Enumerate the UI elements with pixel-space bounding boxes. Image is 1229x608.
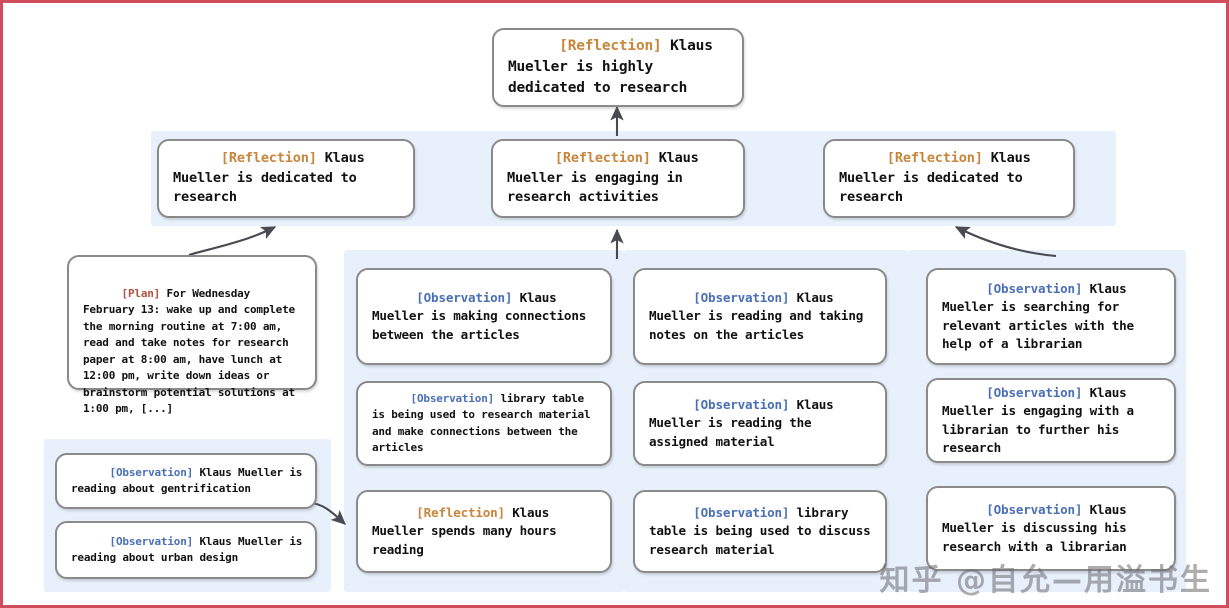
observation-tag: [Observation] [986,280,1083,296]
observation-text: library table is being used to discuss r… [649,504,878,557]
reflection-text: Klaus Mueller is engaging in research ac… [507,149,707,206]
observation-text: Klaus Mueller is engaging with a librari… [942,384,1142,455]
observation-tag: [Observation] [986,501,1083,517]
observation-text: Klaus Mueller is reading the assigned ma… [649,396,841,449]
observation-text: Klaus Mueller is discussing his research… [942,501,1134,554]
left-observation-node-1[interactable]: [Observation] Klaus Mueller is reading a… [55,453,317,509]
reflection-tag: [Reflection] [220,149,317,166]
reflection-text: Klaus Mueller is dedicated to research [839,149,1039,206]
observation-text: library table is being used to research … [372,391,597,455]
observation-tag: [Observation] [693,289,790,305]
observation-tag: [Observation] [109,534,194,548]
reflection-tag: [Reflection] [559,37,662,54]
observation-text: Klaus Mueller is reading about gentrific… [71,465,309,496]
observation-text: Klaus Mueller is making connections betw… [372,289,594,342]
root-reflection-text: Klaus Mueller is highly dedicated to res… [508,37,722,97]
column-three-node-2[interactable]: [Observation] Klaus Mueller is engaging … [926,378,1176,463]
reflection-node-left[interactable]: [Reflection] Klaus Mueller is dedicated … [157,139,415,218]
column-two-node-3[interactable]: [Observation] library table is being use… [633,490,887,573]
column-two-node-1[interactable]: [Observation] Klaus Mueller is reading a… [633,268,887,365]
column-three-node-3[interactable]: [Observation] Klaus Mueller is discussin… [926,486,1176,571]
left-observation-node-2[interactable]: [Observation] Klaus Mueller is reading a… [55,521,317,579]
observation-tag: [Observation] [410,391,495,405]
column-one-node-2[interactable]: [Observation] library table is being use… [356,381,612,466]
observation-tag: [Observation] [693,396,790,412]
reflection-node-right[interactable]: [Reflection] Klaus Mueller is dedicated … [823,139,1075,218]
observation-text: Klaus Mueller is reading and taking note… [649,289,871,342]
column-one-node-3[interactable]: [Reflection] Klaus Mueller spends many h… [356,490,612,573]
observation-text: Klaus Mueller is searching for relevant … [942,280,1142,351]
observation-tag: [Observation] [986,384,1083,400]
column-three-node-1[interactable]: [Observation] Klaus Mueller is searching… [926,268,1176,365]
reflection-text: Klaus Mueller spends many hours reading [372,504,564,557]
plan-tag: [Plan] [121,286,161,300]
column-two-node-2[interactable]: [Observation] Klaus Mueller is reading t… [633,381,887,466]
observation-tag: [Observation] [109,465,194,479]
root-reflection-node[interactable]: [Reflection] Klaus Mueller is highly ded… [492,28,744,107]
reflection-text: Klaus Mueller is dedicated to research [173,149,373,206]
reflection-tag: [Reflection] [554,149,651,166]
reflection-node-middle[interactable]: [Reflection] Klaus Mueller is engaging i… [491,139,745,218]
observation-tag: [Observation] [693,504,790,520]
plan-node[interactable]: [Plan] For Wednesday February 13: wake u… [67,255,317,415]
observation-tag: [Observation] [416,289,513,305]
observation-text: Klaus Mueller is reading about urban des… [71,534,309,565]
reflection-tag: [Reflection] [416,504,505,520]
plan-text: For Wednesday February 13: wake up and c… [83,286,302,416]
reflection-tag: [Reflection] [886,149,983,166]
column-one-node-1[interactable]: [Observation] Klaus Mueller is making co… [356,268,612,365]
